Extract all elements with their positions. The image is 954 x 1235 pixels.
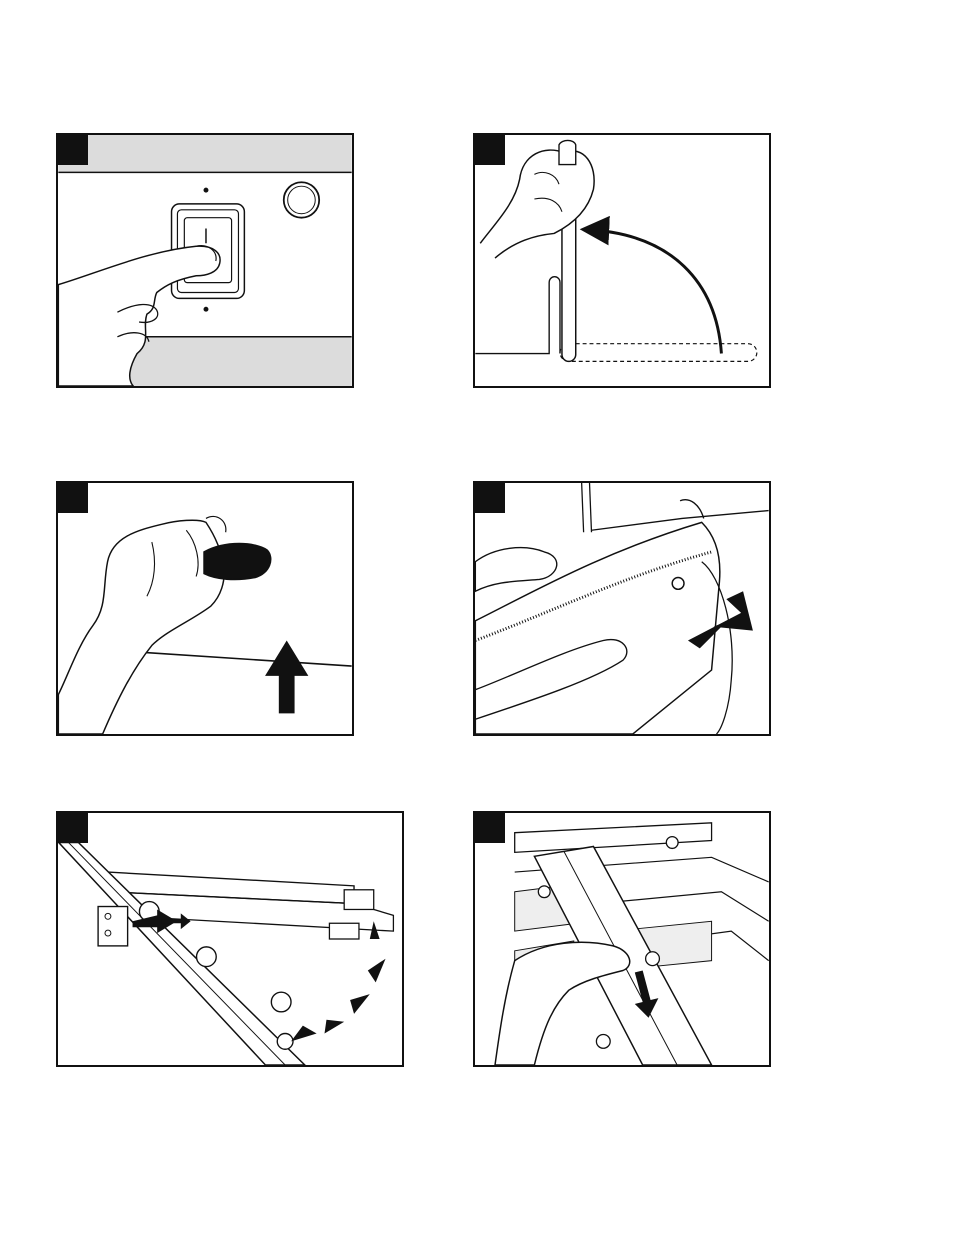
step-panel-5 [56,811,404,1067]
step-panel-2 [473,133,771,388]
hands-icon [475,548,556,592]
step-marker [58,135,88,165]
cover-illustration [475,483,769,734]
knob-illustration [58,483,352,734]
step-marker [58,813,88,843]
lever-illustration [475,135,769,386]
step-panel-6 [473,811,771,1067]
step-panel-3 [56,481,354,736]
step-marker [475,135,505,165]
hand-icon [480,150,594,258]
step-marker [475,813,505,843]
hand-icon [58,520,224,734]
knob-icon [204,544,271,580]
bracket-icon [98,907,128,946]
tray-illustration [475,813,769,1065]
indicator-lamp-icon [284,182,319,217]
rail-illustration [58,813,402,1065]
dashed-arrow-icon [368,959,386,983]
step-panel-1 [56,133,354,388]
lever-icon [560,344,757,362]
up-arrow-icon [265,640,308,713]
switch-illustration [58,135,352,386]
step-marker [58,483,88,513]
step-marker [475,483,505,513]
curved-arrow-icon [586,229,722,353]
step-panel-4 [473,481,771,736]
top-gray-strip [58,135,351,172]
hand-icon [495,942,630,1065]
